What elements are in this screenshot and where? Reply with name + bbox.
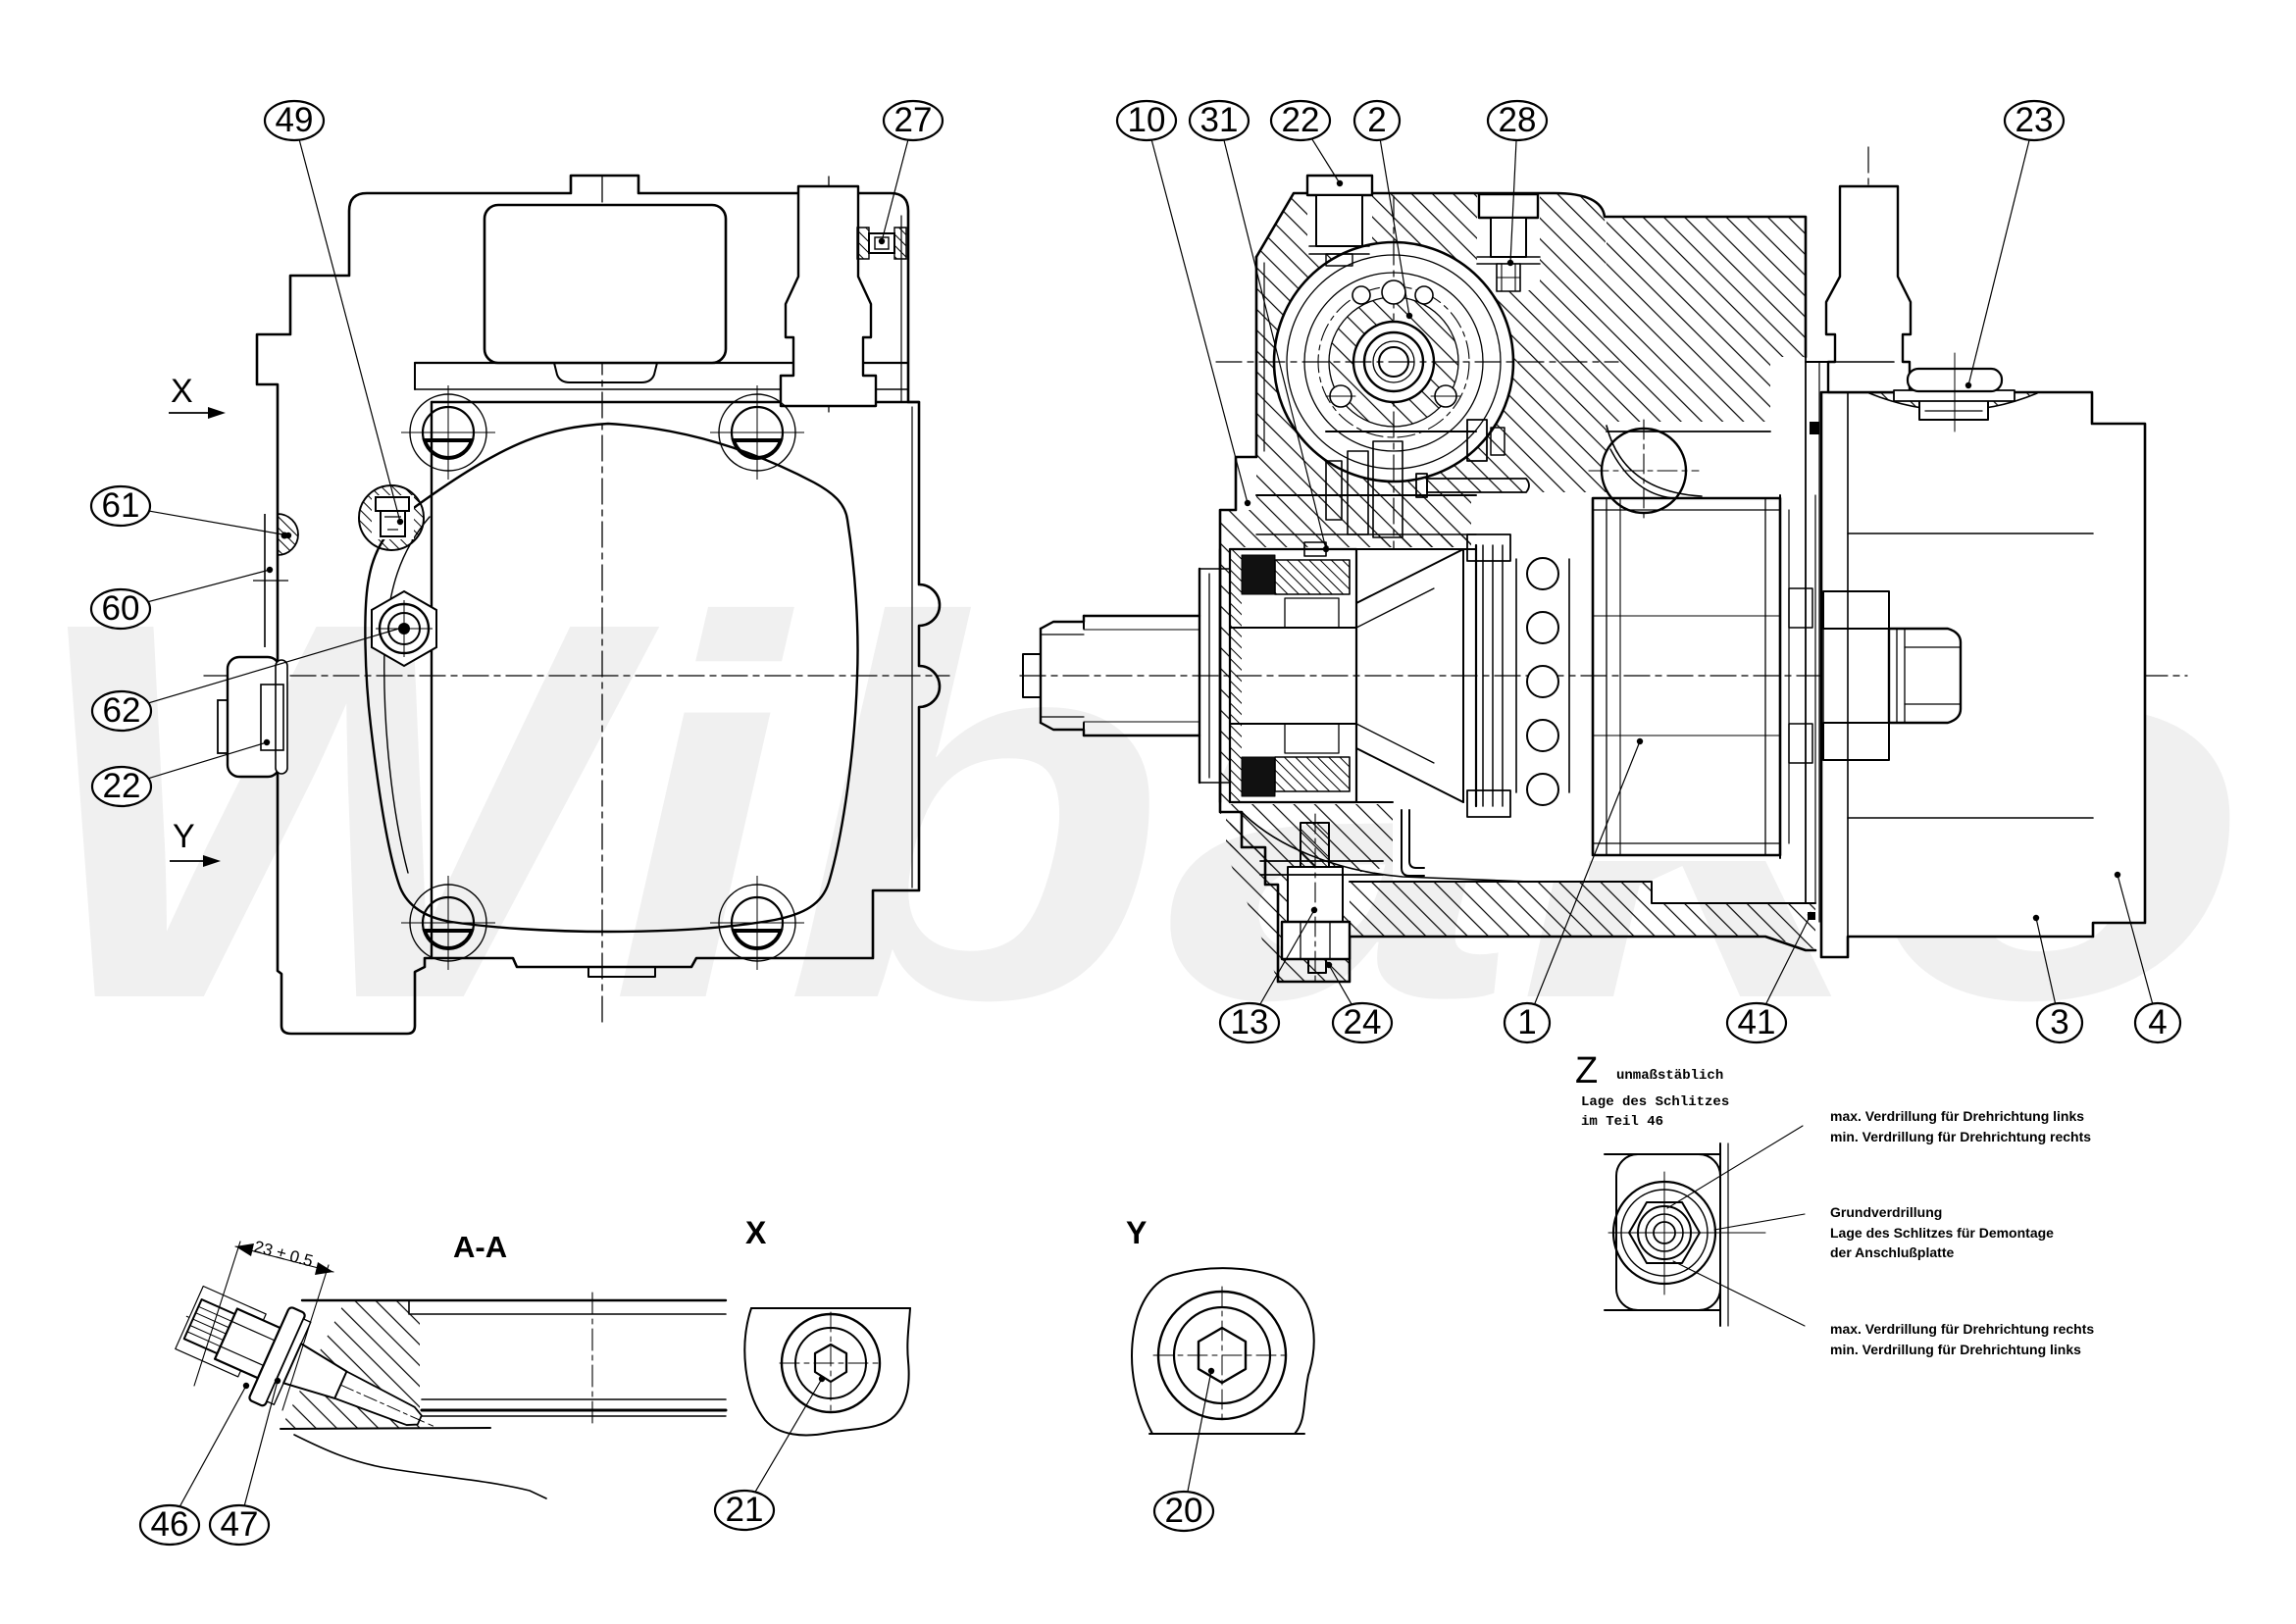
svg-text:22: 22 [1282,101,1320,139]
svg-text:49: 49 [276,101,314,139]
svg-text:3: 3 [2050,1003,2068,1041]
svg-text:1: 1 [1517,1003,1536,1041]
svg-text:31: 31 [1200,101,1239,139]
svg-text:X: X [171,373,193,410]
svg-text:Z: Z [1575,1050,1598,1091]
svg-text:max. Verdrillung für Drehricht: max. Verdrillung für Drehrichtung rechts [1830,1321,2094,1337]
svg-text:23: 23 [2015,101,2054,139]
svg-text:Y: Y [1126,1215,1147,1250]
svg-text:Grundverdrillung: Grundverdrillung [1830,1204,1942,1220]
svg-text:A-A: A-A [453,1230,507,1264]
svg-text:24: 24 [1344,1003,1382,1041]
svg-text:27: 27 [894,101,933,139]
svg-text:2: 2 [1367,101,1386,139]
svg-text:4: 4 [2148,1003,2167,1041]
svg-text:min. Verdrillung für Drehricht: min. Verdrillung für Drehrichtung links [1830,1342,2081,1357]
svg-text:der Anschlußplatte: der Anschlußplatte [1830,1244,1954,1260]
svg-text:60: 60 [102,589,140,628]
svg-text:im Teil 46: im Teil 46 [1581,1114,1663,1130]
svg-text:41: 41 [1738,1003,1776,1041]
svg-text:21: 21 [726,1491,764,1529]
svg-text:13: 13 [1231,1003,1269,1041]
svg-text:22: 22 [103,767,141,805]
svg-text:Lage des Schlitzes: Lage des Schlitzes [1581,1094,1729,1110]
svg-text:10: 10 [1128,101,1166,139]
svg-text:20: 20 [1165,1492,1203,1530]
svg-text:47: 47 [221,1505,259,1544]
svg-text:unmaßstäblich: unmaßstäblich [1616,1068,1723,1084]
svg-text:max. Verdrillung für Drehricht: max. Verdrillung für Drehrichtung links [1830,1108,2084,1124]
svg-text:min. Verdrillung für Drehricht: min. Verdrillung für Drehrichtung rechts [1830,1129,2091,1144]
svg-text:62: 62 [103,691,141,730]
svg-text:X: X [745,1215,767,1250]
svg-text:Lage des Schlitzes für Demonta: Lage des Schlitzes für Demontage [1830,1225,2054,1241]
svg-text:61: 61 [102,486,140,525]
svg-text:46: 46 [151,1505,189,1544]
svg-text:28: 28 [1499,101,1537,139]
svg-text:Y: Y [173,818,195,855]
